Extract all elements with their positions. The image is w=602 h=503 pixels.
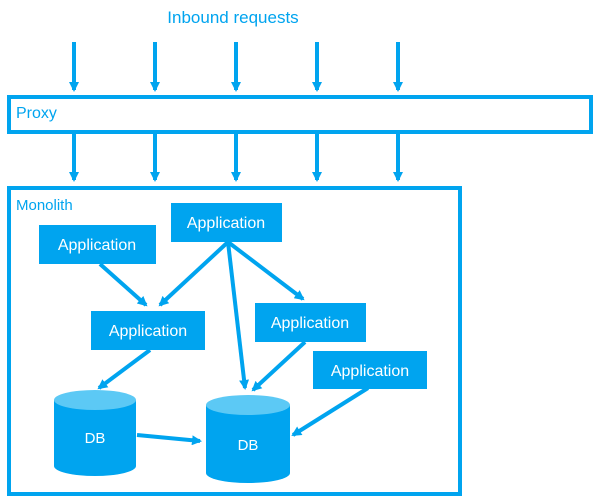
application-label: Application <box>58 237 136 254</box>
arrow-app-left-to-app-middle <box>98 262 148 307</box>
arrow-app-middle-to-db-left <box>97 348 152 390</box>
proxy-label: Proxy <box>16 105 57 122</box>
application-box: Application <box>313 351 427 389</box>
db-label: DB <box>85 430 106 447</box>
arrow-app-top-to-db-right <box>226 241 250 390</box>
application-label: Application <box>271 315 349 332</box>
database-cylinder: DB <box>54 390 136 476</box>
monolith-label: Monolith <box>16 197 73 214</box>
application-box: Application <box>255 303 366 342</box>
application-label: Application <box>331 363 409 380</box>
arrow-app-top-to-app-middle <box>158 240 230 307</box>
arrow-app-right-to-db-right <box>251 340 307 392</box>
arrow-app-top-to-app-right <box>226 240 305 301</box>
arrow-app-lower-right-to-db-right <box>291 386 370 437</box>
application-label: Application <box>187 215 265 232</box>
arrow-db-left-to-db-right <box>136 433 202 446</box>
application-box: Application <box>91 311 205 350</box>
application-box: Application <box>171 203 282 242</box>
inbound-requests-label: Inbound requests <box>167 8 298 27</box>
database-cylinder: DB <box>206 395 290 483</box>
db-label: DB <box>238 437 259 454</box>
proxy-arrows <box>69 134 403 182</box>
proxy-box <box>7 95 593 134</box>
internal-arrows <box>97 240 370 446</box>
application-label: Application <box>109 323 187 340</box>
application-box: Application <box>39 225 156 264</box>
inbound-arrows <box>69 42 403 92</box>
